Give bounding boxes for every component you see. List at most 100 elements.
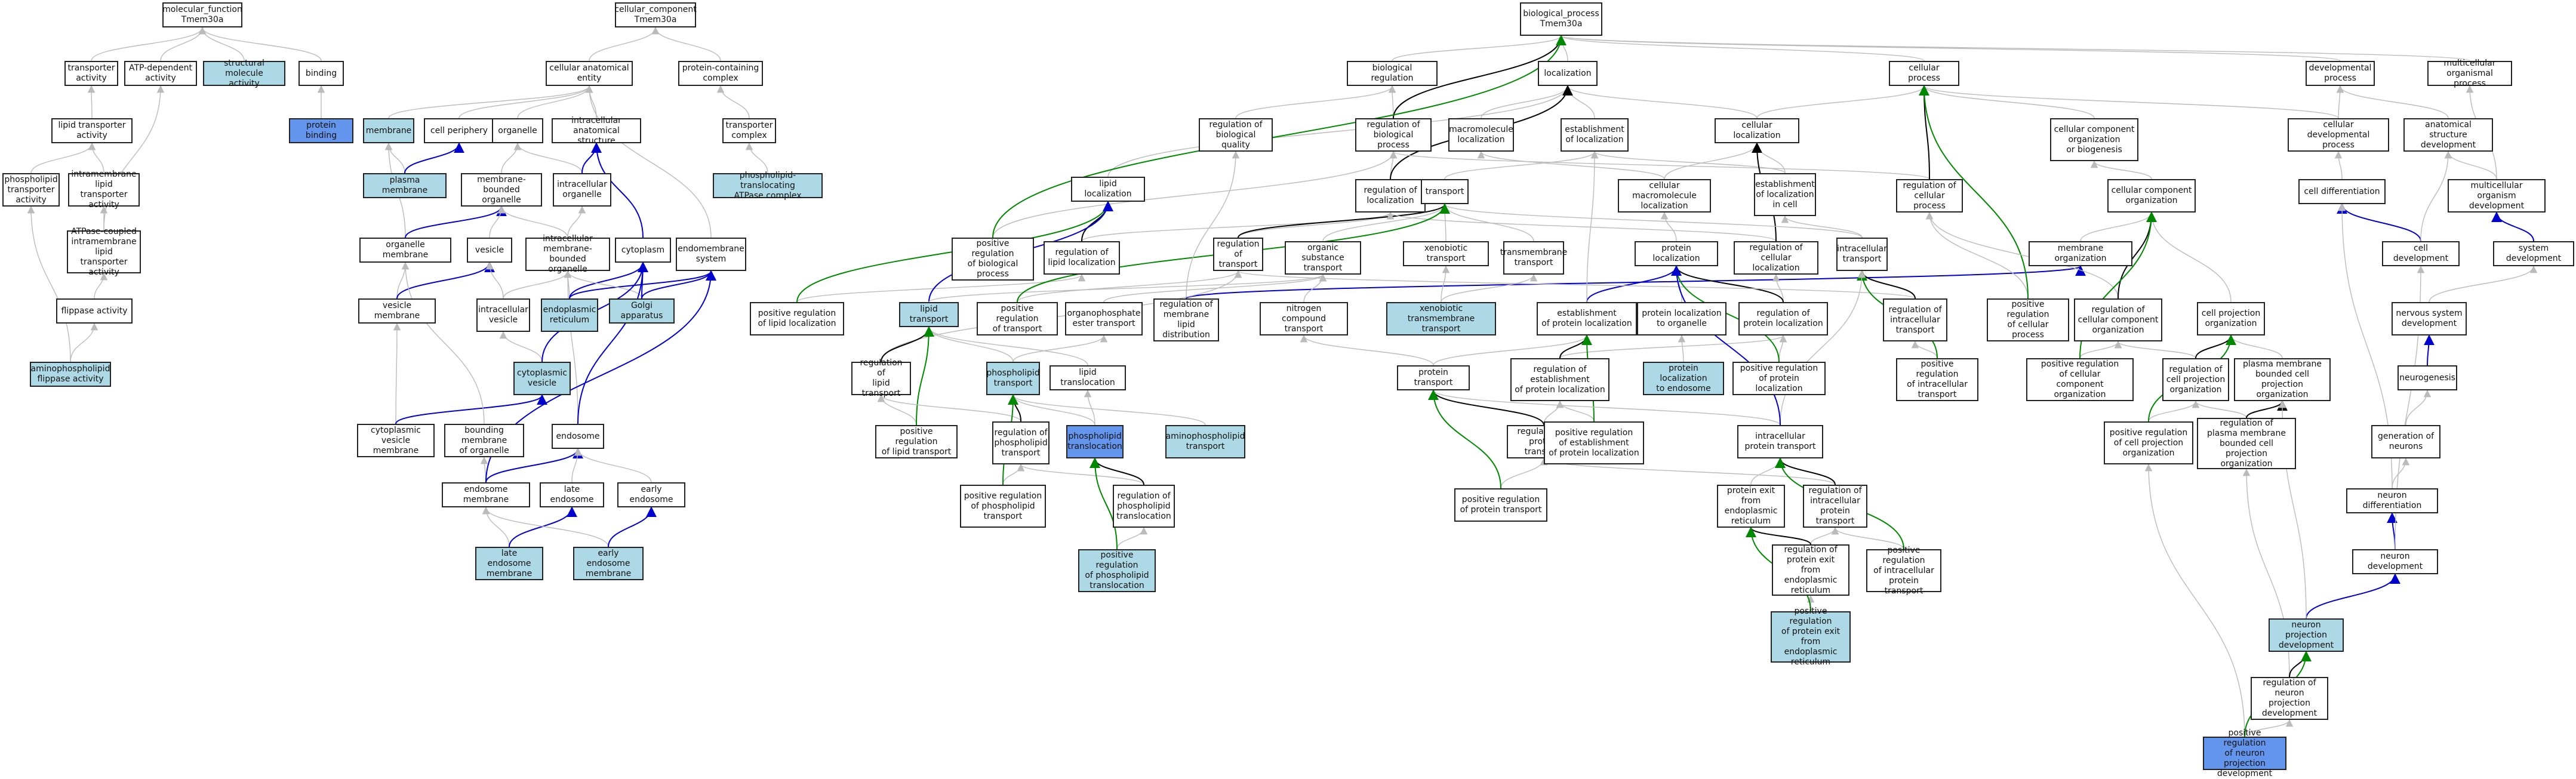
edge-is-a — [1186, 150, 1240, 299]
term-endosome-membrane: endosome membrane — [442, 482, 530, 507]
term-regulation-phospholipid-transport: regulation of phospholipid transport — [992, 421, 1050, 464]
edge-regulates — [2195, 334, 2236, 359]
edge-is-a — [198, 26, 322, 61]
edge-regulates — [1238, 203, 1450, 238]
edge-is-a — [1558, 35, 1925, 61]
term-regulation-cellular-process: regulation of cellular process — [1896, 179, 1963, 213]
edge-part-of — [1586, 265, 1682, 303]
edge-is-a — [499, 331, 543, 362]
term-nitrogen-compound-transport: nitrogen compound transport — [1260, 302, 1348, 335]
term-plasma-membrane: plasma membrane — [363, 173, 447, 198]
edge-is-a — [1107, 85, 1572, 177]
edge-part-of — [641, 270, 716, 299]
edge-is-a — [1500, 457, 1548, 489]
edge-positively-regulates — [1090, 457, 1118, 550]
edge-is-a — [91, 26, 207, 61]
edge-is-a — [485, 261, 504, 299]
term-intracellular-vesicle: intracellular vesicle — [476, 298, 530, 332]
edge-part-of — [2387, 512, 2398, 550]
edge-is-a — [1009, 394, 1095, 426]
term-regulation-cellular-localization: regulation of cellular localization — [1734, 241, 1818, 275]
edge-regulates — [2246, 400, 2288, 418]
term-regulation-intracellular-transport: regulation of intracellular transport — [1883, 298, 1947, 341]
term-cc: cellular_component Tmem30a — [614, 2, 697, 27]
edge-part-of — [577, 261, 648, 424]
edge-is-a — [1017, 270, 1242, 303]
term-binding: binding — [298, 61, 344, 86]
edge-is-a — [1778, 334, 1787, 362]
edge-is-a — [992, 150, 1398, 238]
edge-part-of — [2423, 334, 2435, 366]
edge-is-a — [160, 26, 207, 61]
edge-is-a — [513, 142, 583, 174]
term-establishment-protein-localization: establishment of protein localization — [1537, 302, 1637, 335]
edge-is-a — [1925, 211, 2029, 299]
edge-is-a — [1081, 211, 1395, 242]
term-protein-localization: protein localization — [1635, 241, 1718, 266]
edge-is-a — [1235, 85, 1396, 119]
term-positive-regulation-establishment-protein-localization: positive regulation of establishment of … — [1544, 421, 1644, 464]
edge-part-of — [608, 506, 657, 547]
edge-layer — [27, 26, 2538, 737]
term-golgi-apparatus: Golgi apparatus — [609, 298, 675, 324]
term-protein-containing-complex: protein-containing complex — [678, 61, 763, 86]
term-bounding-membrane: bounding membrane of organelle — [444, 424, 524, 457]
edge-is-a — [1781, 215, 1863, 238]
edge-is-a — [482, 506, 510, 547]
term-xenobiotic-transmembrane-transport: xenobiotic transmembrane transport — [1386, 302, 1496, 335]
edge-is-a — [589, 26, 660, 61]
term-positive-regulation-biological-process: positive regulation of biological proces… — [952, 238, 1034, 281]
edge-regulates — [1393, 35, 1566, 119]
edge-is-a — [1556, 400, 1595, 422]
term-neuron-projection-development: neuron projection development — [2269, 618, 2344, 652]
term-regulation-lipid-transport: regulation of lipid transport — [851, 358, 911, 398]
edge-positively-regulates — [1919, 85, 2029, 299]
term-regulation-localization: regulation of localization — [1355, 179, 1426, 213]
term-mf: molecular_function Tmem30a — [162, 2, 242, 27]
edge-is-a — [1300, 334, 1434, 366]
edge-is-a — [1388, 85, 1396, 119]
term-positive-regulation-protein-exit-er: positive regulation of protein exit from… — [1771, 606, 1851, 667]
term-regulation-establishment-protein-localization: regulation of establishment of protein l… — [1510, 358, 1609, 401]
edge-is-a — [877, 394, 1021, 422]
edge-is-a — [1564, 85, 1758, 119]
edge-is-a — [1390, 150, 1930, 180]
term-intracellular-transport: intracellular transport — [1836, 238, 1888, 271]
edge-is-a — [1084, 389, 1095, 426]
term-aminophospholipid-transport: aminophospholipid transport — [1165, 425, 1245, 458]
term-transmembrane-transport: transmembrane transport — [1500, 241, 1567, 275]
edge-is-a — [925, 326, 1088, 366]
term-regulation-pm-bounded-cell-projection-organization: regulation of plasma membrane bounded ce… — [2197, 418, 2296, 469]
term-endomembrane-system: endomembrane system — [676, 238, 746, 271]
term-phospholipid-translocation: phospholipid translocation — [1066, 425, 1124, 458]
term-cellular-component-organization: cellular component organization — [2107, 179, 2196, 213]
edge-is-a — [1322, 203, 1449, 242]
term-vesicle-membrane: vesicle membrane — [358, 298, 436, 324]
edge-is-a — [567, 205, 586, 238]
term-cellular-process: cellular process — [1889, 61, 1959, 86]
edge-is-a — [2148, 400, 2200, 422]
term-protein-localization-endosome: protein localization to endosome — [1643, 362, 1724, 395]
edge-is-a — [2227, 334, 2283, 359]
term-establishment-localization-cell: establishment of localization in cell — [1754, 173, 1816, 216]
term-regulation-cell-projection-organization: regulation of cell projection organizati… — [2162, 358, 2229, 401]
edge-is-a — [2336, 85, 2344, 119]
edge-is-a — [1586, 150, 1599, 303]
term-regulation-protein-exit-er: regulation of protein exit from endoplas… — [1772, 544, 1849, 596]
edge-is-a — [574, 448, 652, 483]
term-cell-development: cell development — [2382, 241, 2460, 266]
edge-is-a — [928, 273, 1327, 303]
term-localization: localization — [1538, 61, 1598, 86]
term-plasma-membrane-bounded-cell-projection-organization: plasma membrane bounded cell projection … — [2234, 358, 2331, 401]
edge-is-a — [2114, 340, 2196, 359]
edge-is-a — [2336, 85, 2449, 119]
term-cellular-localization: cellular localization — [1715, 118, 1799, 143]
term-cell-periphery: cell periphery — [424, 118, 494, 143]
edge-is-a — [651, 26, 721, 61]
term-transport: transport — [1421, 179, 1469, 204]
term-cellular-anatomical-entity: cellular anatomical entity — [546, 61, 633, 86]
term-intracellular-anatomical: intracellular anatomical structure — [552, 116, 641, 146]
term-cytoplasm: cytoplasm — [615, 238, 671, 263]
edge-part-of — [2491, 211, 2534, 242]
